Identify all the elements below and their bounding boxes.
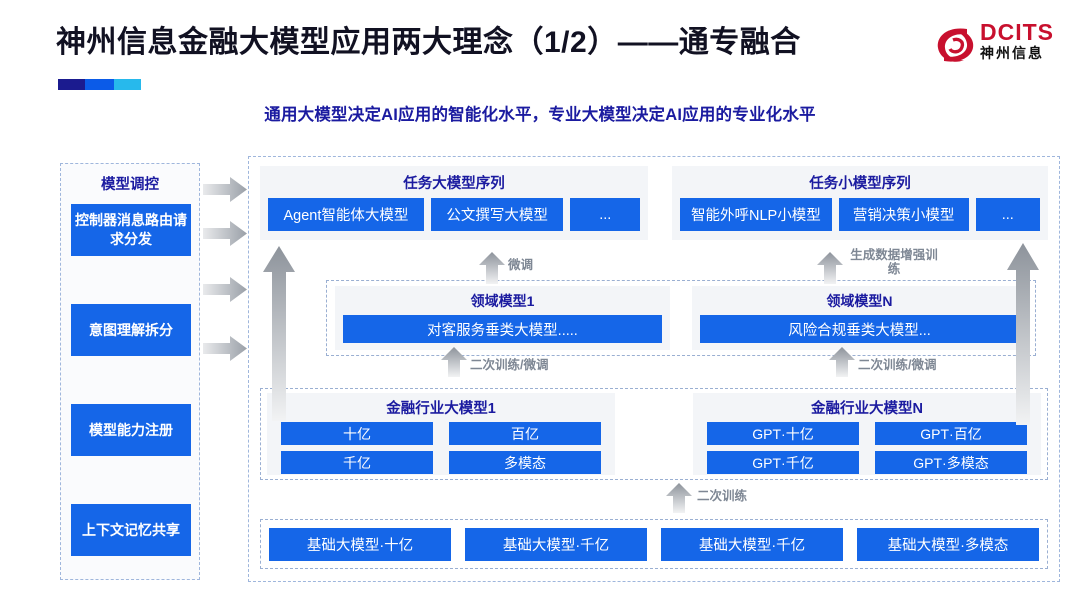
chip-base-hundred-billion-1[interactable]: 基础大模型·千亿	[465, 527, 647, 561]
flow-arrow-right-2	[203, 221, 247, 246]
industry-model-n-title: 金融行业大模型N	[811, 401, 923, 417]
task-large-model-sequence: 任务大模型序列 Agent智能体大模型 公文撰写大模型 ...	[260, 166, 648, 240]
arrow-label-finetune-left: 微调	[508, 258, 534, 272]
chip-indn-gpt-multimodal[interactable]: GPT·多模态	[875, 451, 1027, 474]
chip-marketing-decision-model[interactable]: 营销决策小模型	[838, 198, 969, 231]
chip-ind1-billion[interactable]: 十亿	[281, 422, 433, 445]
chip-ind1-hundred-billion[interactable]: 千亿	[281, 451, 433, 474]
flow-arrow-right-3	[203, 277, 247, 302]
accent-segment-navy	[58, 79, 86, 90]
chip-ind1-ten-billion[interactable]: 百亿	[449, 422, 601, 445]
logo-cn-text: 神州信息	[980, 45, 1044, 61]
chip-base-multimodal[interactable]: 基础大模型·多模态	[857, 527, 1039, 561]
control-item-router[interactable]: 控制器消息路由请求分发	[71, 204, 191, 256]
industry-model-band: 金融行业大模型1 十亿 百亿 千亿 多模态 金融行业大模型N GPT·十亿 GP…	[260, 388, 1048, 480]
flow-arrow-right-4	[203, 336, 247, 361]
chip-base-hundred-billion-2[interactable]: 基础大模型·千亿	[661, 527, 843, 561]
flow-arrow-up-retrain-base	[666, 483, 692, 513]
domain-model-band: 领域模型1 对客服务垂类大模型..... 领域模型N 风险合规垂类大模型...	[326, 280, 1036, 356]
accent-segment-blue	[85, 79, 114, 90]
domain-model-n-title: 领域模型N	[826, 293, 893, 309]
chip-base-billion[interactable]: 基础大模型·十亿	[269, 527, 451, 561]
diagram-outer-border	[248, 156, 1060, 582]
control-item-intent[interactable]: 意图理解拆分	[71, 304, 191, 356]
industry-model-1: 金融行业大模型1 十亿 百亿 千亿 多模态	[267, 393, 615, 475]
logo-wordmark: DCITS 神州信息	[980, 20, 1054, 62]
base-model-band: 基础大模型·十亿 基础大模型·千亿 基础大模型·千亿 基础大模型·多模态	[260, 519, 1048, 569]
chip-more-small[interactable]: ...	[975, 198, 1040, 231]
arrow-label-data-augmentation: 生成数据增强训练	[850, 248, 938, 276]
chip-agent-large-model[interactable]: Agent智能体大模型	[268, 198, 424, 231]
flow-arrow-up-dataaug	[817, 252, 843, 284]
control-item-context[interactable]: 上下文记忆共享	[71, 504, 191, 556]
task-small-model-chip-row: 智能外呼NLP小模型 营销决策小模型 ...	[672, 193, 1048, 239]
chip-ind1-multimodal[interactable]: 多模态	[449, 451, 601, 474]
chip-document-writing-model[interactable]: 公文撰写大模型	[430, 198, 564, 231]
title-accent-bar	[58, 79, 141, 90]
flow-arrow-up-left-tall	[263, 246, 295, 421]
page-subtitle: 通用大模型决定AI应用的智能化水平，专业大模型决定AI应用的专业化水平	[264, 106, 816, 124]
task-large-model-chip-row: Agent智能体大模型 公文撰写大模型 ...	[260, 193, 648, 239]
flow-arrow-right-1	[203, 177, 247, 202]
chip-indn-gpt-hundred-billion[interactable]: GPT·千亿	[707, 451, 859, 474]
industry-model-1-title: 金融行业大模型1	[386, 401, 496, 417]
flow-arrow-up-retrain-left	[441, 347, 467, 377]
model-control-panel: 模型调控 控制器消息路由请求分发 意图理解拆分 模型能力注册 上下文记忆共享	[60, 163, 200, 580]
flow-arrow-up-finetune-left	[479, 252, 505, 284]
arrow-label-retrain-base: 二次训练	[697, 489, 748, 503]
accent-segment-cyan	[113, 79, 141, 90]
domain-model-1: 领域模型1 对客服务垂类大模型.....	[335, 286, 670, 350]
industry-model-1-grid: 十亿 百亿 千亿 多模态	[281, 422, 601, 474]
task-small-model-sequence-title: 任务小模型序列	[809, 176, 911, 192]
logo-en-text: DCITS	[980, 19, 1054, 45]
model-control-panel-title: 模型调控	[101, 177, 159, 193]
chip-indn-gpt-billion[interactable]: GPT·十亿	[707, 422, 859, 445]
arrow-label-retrain-finetune-left: 二次训练/微调	[470, 358, 549, 372]
task-small-model-sequence: 任务小模型序列 智能外呼NLP小模型 营销决策小模型 ...	[672, 166, 1048, 240]
dcits-swirl-icon	[937, 28, 974, 62]
industry-model-n-grid: GPT·十亿 GPT·百亿 GPT·千亿 GPT·多模态	[707, 422, 1027, 474]
task-large-model-sequence-title: 任务大模型序列	[403, 176, 505, 192]
flow-arrow-up-right-tall	[1007, 243, 1039, 425]
company-logo: DCITS 神州信息	[934, 20, 1062, 72]
chip-risk-compliance-vertical-model[interactable]: 风险合规垂类大模型...	[700, 315, 1019, 343]
industry-model-n: 金融行业大模型N GPT·十亿 GPT·百亿 GPT·千亿 GPT·多模态	[693, 393, 1041, 475]
chip-outbound-nlp-model[interactable]: 智能外呼NLP小模型	[680, 198, 832, 231]
control-item-registry[interactable]: 模型能力注册	[71, 404, 191, 456]
chip-more-large[interactable]: ...	[570, 198, 640, 231]
domain-model-n: 领域模型N 风险合规垂类大模型...	[692, 286, 1027, 350]
arrow-label-retrain-finetune-right: 二次训练/微调	[858, 358, 937, 372]
flow-arrow-up-retrain-right	[829, 347, 855, 377]
domain-model-1-title: 领域模型1	[470, 293, 535, 309]
chip-indn-gpt-ten-billion[interactable]: GPT·百亿	[875, 422, 1027, 445]
architecture-diagram: 任务大模型序列 Agent智能体大模型 公文撰写大模型 ... 任务小模型序列 …	[248, 156, 1060, 582]
page-title: 神州信息金融大模型应用两大理念（1/2）——通专融合	[56, 26, 801, 59]
chip-customer-service-vertical-model[interactable]: 对客服务垂类大模型.....	[343, 315, 662, 343]
